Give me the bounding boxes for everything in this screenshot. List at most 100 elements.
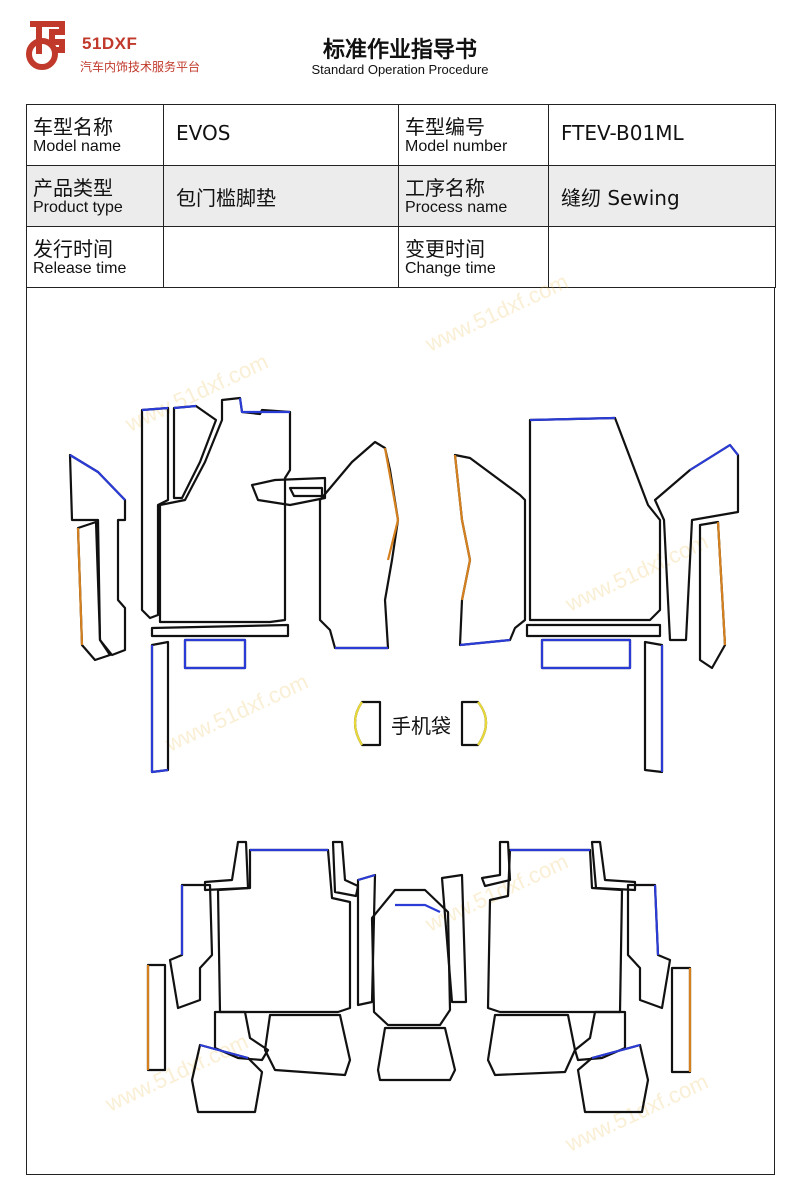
brand-subtitle: 汽车内饰技术服务平台 <box>80 60 201 74</box>
pattern-piece <box>480 840 512 888</box>
info-table: 车型名称 Model name EVOS 车型编号 Model number F… <box>26 104 776 288</box>
pattern-piece <box>140 406 170 620</box>
document-subtitle: Standard Operation Procedure <box>311 62 489 77</box>
pattern-piece <box>440 873 468 1004</box>
label-cell: 车型编号 Model number <box>398 104 549 166</box>
document-title: 标准作业指导书 <box>322 38 477 63</box>
value-cell <box>548 226 776 288</box>
pattern-piece <box>643 640 664 774</box>
pattern-piece <box>150 640 170 774</box>
pattern-piece <box>453 453 527 647</box>
pattern-piece <box>540 638 632 670</box>
sewing-edge <box>141 406 169 412</box>
model-number-value: FTEV-B01ML <box>561 121 684 145</box>
sewing-edge <box>76 527 84 646</box>
value-cell: 缝纫 Sewing <box>548 165 776 227</box>
info-row-product: 产品类型 Product type 包门槛脚垫 工序名称 Process nam… <box>26 165 776 227</box>
pattern-piece <box>158 396 292 624</box>
info-row-time: 发行时间 Release time 变更时间 Change time <box>26 226 776 288</box>
pattern-piece <box>653 443 740 642</box>
release-time-label: 发行时间 <box>33 237 113 261</box>
process-name-value: 缝纫 Sewing <box>561 186 680 210</box>
value-cell: FTEV-B01ML <box>548 104 776 166</box>
sewing-edge <box>716 521 727 646</box>
pattern-piece <box>573 1010 627 1062</box>
label-cell: 产品类型 Product type <box>26 165 164 227</box>
pattern-piece <box>370 888 452 1027</box>
pattern-piece <box>150 623 290 638</box>
pattern-piece <box>250 476 327 507</box>
value-cell: EVOS <box>163 104 399 166</box>
pattern-piece <box>590 840 637 892</box>
product-type-value: 包门槛脚垫 <box>176 186 276 210</box>
value-cell: 包门槛脚垫 <box>163 165 399 227</box>
product-type-label-en: Product type <box>33 199 123 216</box>
pattern-piece <box>263 1013 352 1077</box>
bottom-center-pattern-group <box>370 873 468 1082</box>
df-logo-icon <box>26 21 65 70</box>
sewing-edge <box>238 397 290 414</box>
model-name-label-en: Model name <box>33 138 122 155</box>
pattern-piece <box>168 883 214 1010</box>
pattern-piece <box>318 440 400 650</box>
phone-pocket-label: 手机袋 <box>391 714 451 738</box>
pattern-piece <box>486 1013 577 1077</box>
sewing-edge <box>150 645 169 774</box>
sewing-edge <box>199 1043 249 1060</box>
change-time-label: 变更时间 <box>405 237 485 261</box>
pattern-piece <box>190 1043 264 1114</box>
info-row-model: 车型名称 Model name EVOS 车型编号 Model number F… <box>26 104 776 166</box>
process-name-label: 工序名称 <box>405 176 485 200</box>
page-header: 51DXF 汽车内饰技术服务平台 标准作业指导书 Standard Operat… <box>0 0 800 100</box>
sewing-edge <box>395 903 441 913</box>
sewing-edge <box>173 404 197 410</box>
top-left-pattern-group <box>68 396 400 774</box>
product-type-label: 产品类型 <box>33 176 113 200</box>
brand-name: 51DXF <box>82 34 138 53</box>
sewing-edge <box>477 701 488 746</box>
pattern-piece <box>216 848 352 1014</box>
pattern-piece <box>698 520 727 670</box>
sewing-edge <box>689 443 739 471</box>
pattern-piece <box>670 966 692 1074</box>
pattern-piece <box>525 623 662 638</box>
value-cell <box>163 226 399 288</box>
sewing-edge <box>653 884 660 956</box>
sewing-edge <box>353 701 363 746</box>
sewing-edge <box>540 638 632 670</box>
process-name-label-en: Process name <box>405 199 508 216</box>
pattern-piece <box>528 416 662 622</box>
pattern-drawing-area <box>26 287 775 1175</box>
bottom-left-pattern-group <box>146 840 377 1114</box>
pattern-piece <box>288 486 324 498</box>
pattern-piece <box>331 840 360 898</box>
phone-pocket-group <box>353 700 488 747</box>
model-number-label: 车型编号 <box>405 115 485 139</box>
pattern-piece <box>576 1043 650 1114</box>
pattern-piece <box>376 1026 457 1082</box>
sewing-edge <box>183 638 247 670</box>
pattern-piece <box>203 840 250 892</box>
bottom-right-pattern-group <box>480 840 692 1114</box>
sewing-edge <box>529 416 616 422</box>
sewing-edge <box>357 873 376 882</box>
label-cell: 工序名称 Process name <box>398 165 549 227</box>
model-name-label: 车型名称 <box>33 115 113 139</box>
sewing-edge <box>459 638 511 647</box>
label-cell: 发行时间 Release time <box>26 226 164 288</box>
sewing-edge <box>383 447 400 561</box>
change-time-label-en: Change time <box>405 260 496 277</box>
model-name-value: EVOS <box>176 121 231 145</box>
label-cell: 变更时间 Change time <box>398 226 549 288</box>
pattern-piece <box>486 848 624 1014</box>
model-number-label-en: Model number <box>405 138 508 155</box>
sewing-edge <box>453 454 472 601</box>
pattern-piece <box>626 883 672 1010</box>
pattern-piece <box>183 638 247 670</box>
sewing-edge <box>69 454 126 501</box>
top-right-pattern-group <box>453 416 740 774</box>
sewing-edge <box>591 1043 641 1060</box>
release-time-label-en: Release time <box>33 260 127 277</box>
pattern-piece <box>213 1010 270 1062</box>
